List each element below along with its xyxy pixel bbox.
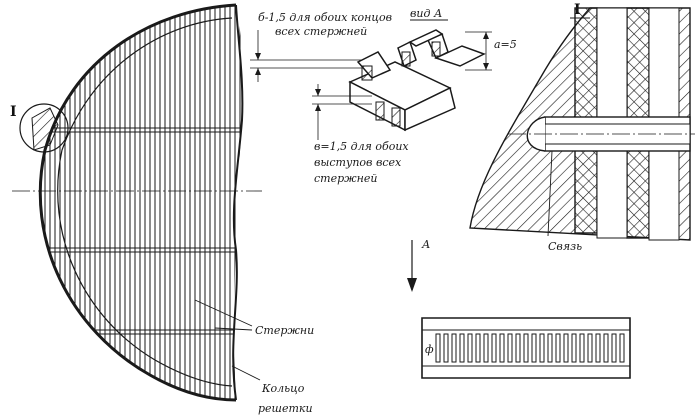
- grate-bar: [79, 5, 86, 400]
- bar-slot: [531, 333, 537, 363]
- grate-view: I Стержни Кольцо решетки: [10, 3, 314, 415]
- bar-slot: [587, 333, 593, 363]
- detail-i: I Связь: [469, 2, 695, 253]
- bar-slot: [443, 333, 449, 363]
- bar-slot: [555, 333, 561, 363]
- ring-label-line1: Кольцо: [261, 382, 305, 395]
- arrow-a-label: А: [421, 238, 430, 251]
- detail-callout-circle: [19, 103, 69, 153]
- tie-leader: [547, 150, 553, 237]
- dia-symbol: ф: [425, 343, 434, 356]
- bar-slot: [619, 333, 625, 363]
- view-a-title: вид А: [410, 7, 442, 20]
- grate-bar: [159, 5, 166, 400]
- grate-bar: [49, 5, 56, 400]
- grate-bar: [169, 5, 176, 400]
- bar-slot: [499, 333, 505, 363]
- bar-slot: [467, 333, 473, 363]
- bar-slot: [611, 333, 617, 363]
- bar-side-view: ф: [421, 317, 631, 379]
- bar-slot: [435, 333, 441, 363]
- bar-slot: [483, 333, 489, 363]
- bar-slot: [547, 333, 553, 363]
- grate-bar: [189, 5, 196, 400]
- bars-leader: [194, 299, 253, 327]
- callout-detail-label: I: [10, 104, 17, 120]
- grate-bars: [40, 5, 243, 400]
- bars-leader-2: [214, 327, 253, 331]
- grate-bar: [59, 5, 66, 400]
- dim-v-text: в=1,5 для обоих: [314, 140, 409, 153]
- dim-b-text: б-1,5 для обоих концов: [258, 11, 392, 24]
- dim-a-text: а=5: [494, 38, 517, 51]
- bar-slot: [571, 333, 577, 363]
- grate-bar: [139, 5, 146, 400]
- dim-v-text-2: выступов всех: [314, 156, 402, 169]
- bar-slot: [539, 333, 545, 363]
- view-arrow-a: А: [407, 238, 430, 292]
- grate-bar: [119, 5, 126, 400]
- grate-bar: [179, 5, 186, 400]
- ring-leader: [231, 365, 261, 381]
- grate-bar: [69, 5, 76, 400]
- grate-bar: [209, 5, 216, 400]
- grate-bar: [109, 5, 116, 400]
- bar-slot: [579, 333, 585, 363]
- grate-bar: [199, 5, 206, 400]
- view-a: вид А б-1,5 для обоих концов всех стержн…: [250, 7, 517, 185]
- bar-slot: [507, 333, 513, 363]
- grate-bar: [89, 5, 96, 400]
- bar-slot: [515, 333, 521, 363]
- bar-slot: [475, 333, 481, 363]
- grate-bar: [229, 5, 236, 400]
- bar-slot: [523, 333, 529, 363]
- grate-ring: [38, 3, 237, 402]
- dim-b-text-2: всех стержней: [275, 25, 367, 38]
- grate-bar: [149, 5, 156, 400]
- grate-break-line: [232, 4, 244, 401]
- bar-slot: [459, 333, 465, 363]
- bar-slot: [595, 333, 601, 363]
- grate-bar: [40, 5, 46, 400]
- ring-label-line2: решетки: [258, 402, 313, 415]
- bar-slot: [491, 333, 497, 363]
- tie-label: Связь: [548, 240, 582, 253]
- bars-label: Стержни: [255, 324, 314, 337]
- bar-slot: [603, 333, 609, 363]
- detail-callout-hatch: [31, 107, 59, 151]
- grate-bar: [219, 5, 226, 400]
- bar-slot: [563, 333, 569, 363]
- bar-slot: [451, 333, 457, 363]
- grate-bar: [99, 5, 106, 400]
- grate-bar: [129, 5, 136, 400]
- dim-v-text-3: стержней: [314, 172, 378, 185]
- bar-teeth: [435, 333, 625, 363]
